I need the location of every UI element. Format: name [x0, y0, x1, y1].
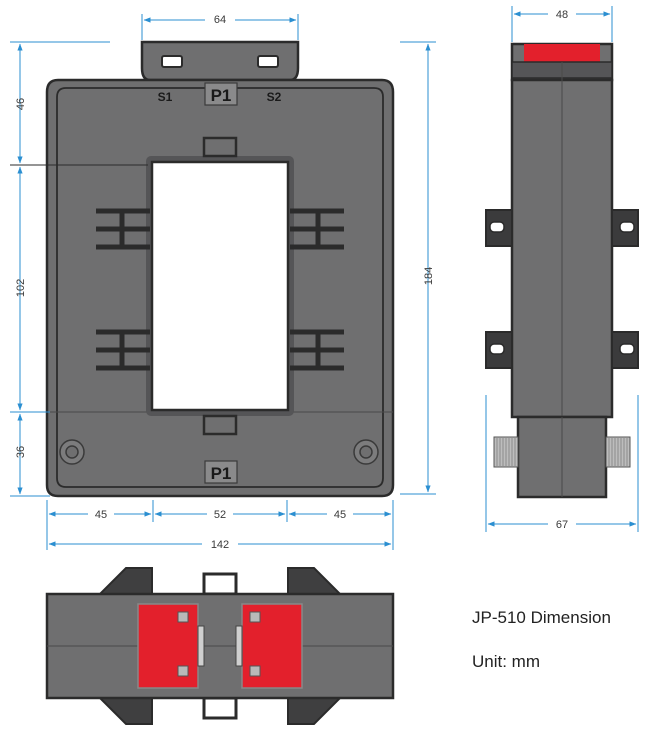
- top-view: [45, 567, 395, 725]
- label-p1-top: P1: [211, 86, 232, 105]
- top-red-clip-left: [137, 603, 199, 689]
- dim-left-bottom: 36: [15, 446, 27, 458]
- unit-label: Unit: mm: [472, 652, 540, 671]
- dim-left-top: 46: [15, 98, 27, 110]
- front-dimension-texts: 64 46 102 36 184 45 52 45 142: [15, 12, 435, 551]
- label-p1-bottom: P1: [211, 464, 232, 483]
- side-view: [485, 42, 639, 499]
- side-screw-right: [605, 436, 631, 468]
- dim-bottom-left: 45: [95, 509, 107, 521]
- terminal-s2-slot: [257, 55, 279, 68]
- dim-side-bottom-width: 67: [556, 519, 568, 531]
- terminal-s1-slot: [161, 55, 183, 68]
- dim-bottom-right: 45: [334, 509, 346, 521]
- front-view: P1 S1 S2 P1: [45, 40, 395, 498]
- dim-side-top-width: 48: [556, 9, 568, 21]
- dim-left-middle: 102: [15, 279, 27, 297]
- dim-overall-width: 142: [211, 539, 229, 551]
- label-s1: S1: [158, 90, 173, 104]
- label-s2: S2: [267, 90, 282, 104]
- front-window: [150, 160, 290, 412]
- side-screw-left: [493, 436, 519, 468]
- side-red-clip: [524, 44, 600, 62]
- dim-right-height: 184: [423, 267, 435, 285]
- dim-top-width: 64: [214, 14, 226, 26]
- product-title: JP-510 Dimension: [472, 608, 611, 627]
- dim-bottom-middle: 52: [214, 509, 226, 521]
- front-dimensions: [10, 14, 436, 550]
